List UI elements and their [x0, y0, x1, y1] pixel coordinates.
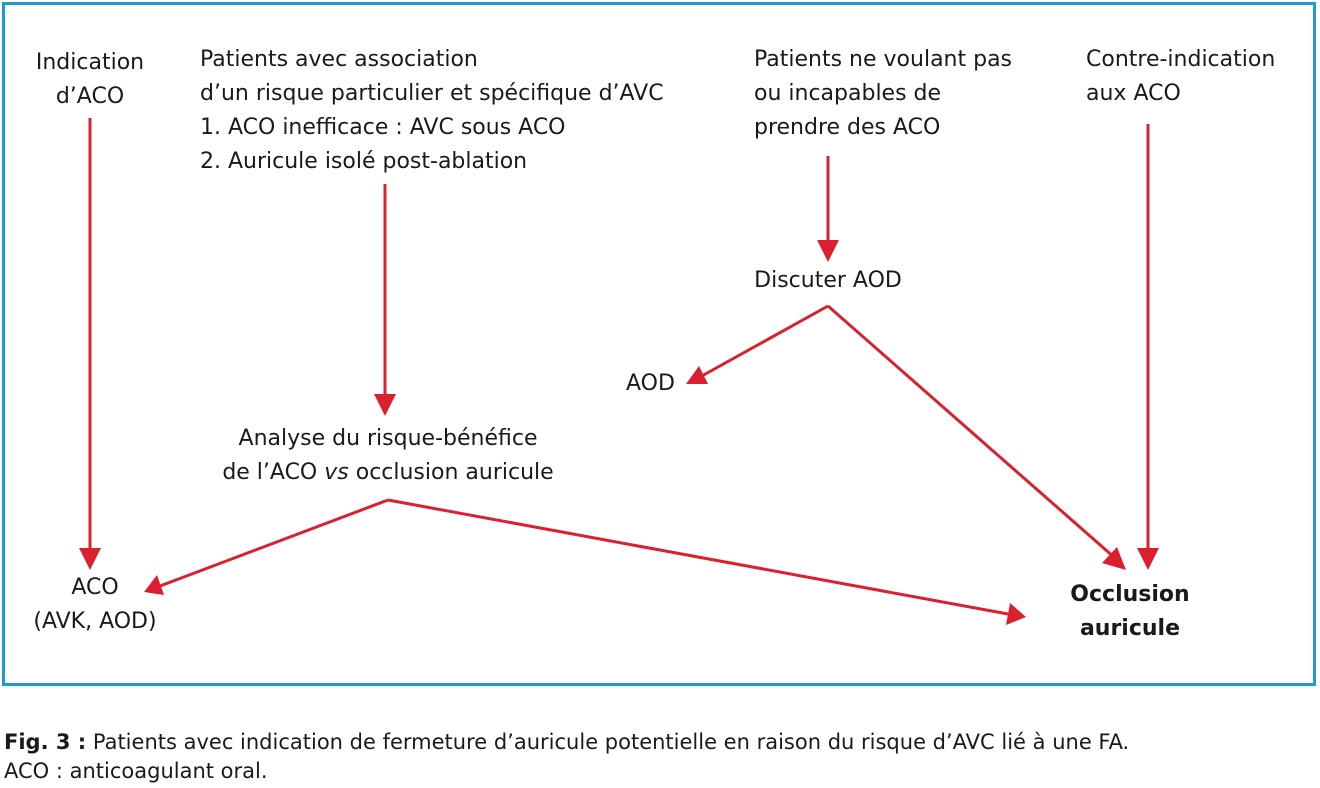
arrow-contraindication-to-occlusion	[1137, 124, 1159, 570]
node-unwilling-line-1: Patients ne voulant pas	[754, 47, 1013, 72]
node-occlusion: Occlusion auricule	[1050, 578, 1210, 646]
node-indication-line-1: Indication	[35, 50, 145, 75]
node-unwilling-line-2: ou incapables de	[754, 81, 942, 106]
node-patients-unwilling: Patients ne voulant pas ou incapables de…	[754, 43, 1012, 145]
figure-caption: Fig. 3 : Patients avec indication de fer…	[4, 728, 1316, 786]
caption-line-2: ACO : anticoagulant oral.	[4, 759, 268, 783]
node-patients-risk: Patients avec association d’un risque pa…	[200, 43, 664, 179]
arrow-discuss-to-occlusion	[827, 304, 1126, 570]
node-analysis-line-2: de l’ACO vs occlusion auricule	[186, 456, 590, 490]
arrow-analysis-to-occlusion	[387, 498, 1026, 625]
node-analysis-line-1: Analyse du risque-bénéfice	[238, 426, 538, 451]
caption-line-1: Fig. 3 : Patients avec indication de fer…	[4, 728, 1316, 757]
node-occlusion-line-2: auricule	[1079, 616, 1181, 641]
node-patients-risk-line-2: d’un risque particulier et spécifique d’…	[200, 81, 664, 106]
node-indication-line-2: d’ACO	[55, 84, 125, 109]
node-analysis-line-2-post: occlusion auricule	[348, 460, 554, 485]
node-aod-label: AOD	[626, 371, 675, 396]
caption-text: Patients avec indication de fermeture d’…	[86, 730, 1130, 754]
caption-label: Fig. 3 :	[4, 730, 87, 754]
node-indication-aco: Indication d’ACO	[28, 46, 152, 114]
node-aod: AOD	[626, 367, 675, 401]
node-discuss-aod: Discuter AOD	[730, 264, 926, 298]
node-analysis: Analyse du risque-bénéfice de l’ACO vs o…	[186, 422, 590, 490]
node-analysis-line-2-vs: vs	[324, 460, 349, 485]
node-patients-risk-line-1: Patients avec association	[200, 47, 478, 72]
arrow-risk-to-analysis	[374, 184, 396, 416]
node-contraindication: Contre-indication aux ACO	[1086, 43, 1275, 111]
node-contraindication-line-1: Contre-indication	[1086, 47, 1276, 72]
node-aco-line-2: (AVK, AOD)	[33, 609, 157, 634]
node-patients-risk-line-3: 1. ACO inefficace : AVC sous ACO	[200, 115, 566, 140]
node-contraindication-line-2: aux ACO	[1086, 81, 1181, 106]
node-patients-risk-line-4: 2. Auricule isolé post-ablation	[200, 149, 528, 174]
node-aco-line-1: ACO	[71, 575, 119, 600]
arrow-unwilling-to-discuss	[817, 156, 839, 262]
arrow-discuss-to-aod	[686, 304, 829, 384]
arrow-indication-to-aco	[79, 118, 101, 570]
node-occlusion-line-1: Occlusion	[1070, 582, 1190, 607]
node-aco: ACO (AVK, AOD)	[20, 571, 170, 639]
node-discuss-aod-label: Discuter AOD	[754, 268, 902, 293]
node-analysis-line-2-pre: de l’ACO	[222, 460, 325, 485]
diagram-frame	[2, 2, 1316, 686]
node-unwilling-line-3: prendre des ACO	[754, 115, 941, 140]
arrow-analysis-to-aco	[144, 498, 389, 595]
